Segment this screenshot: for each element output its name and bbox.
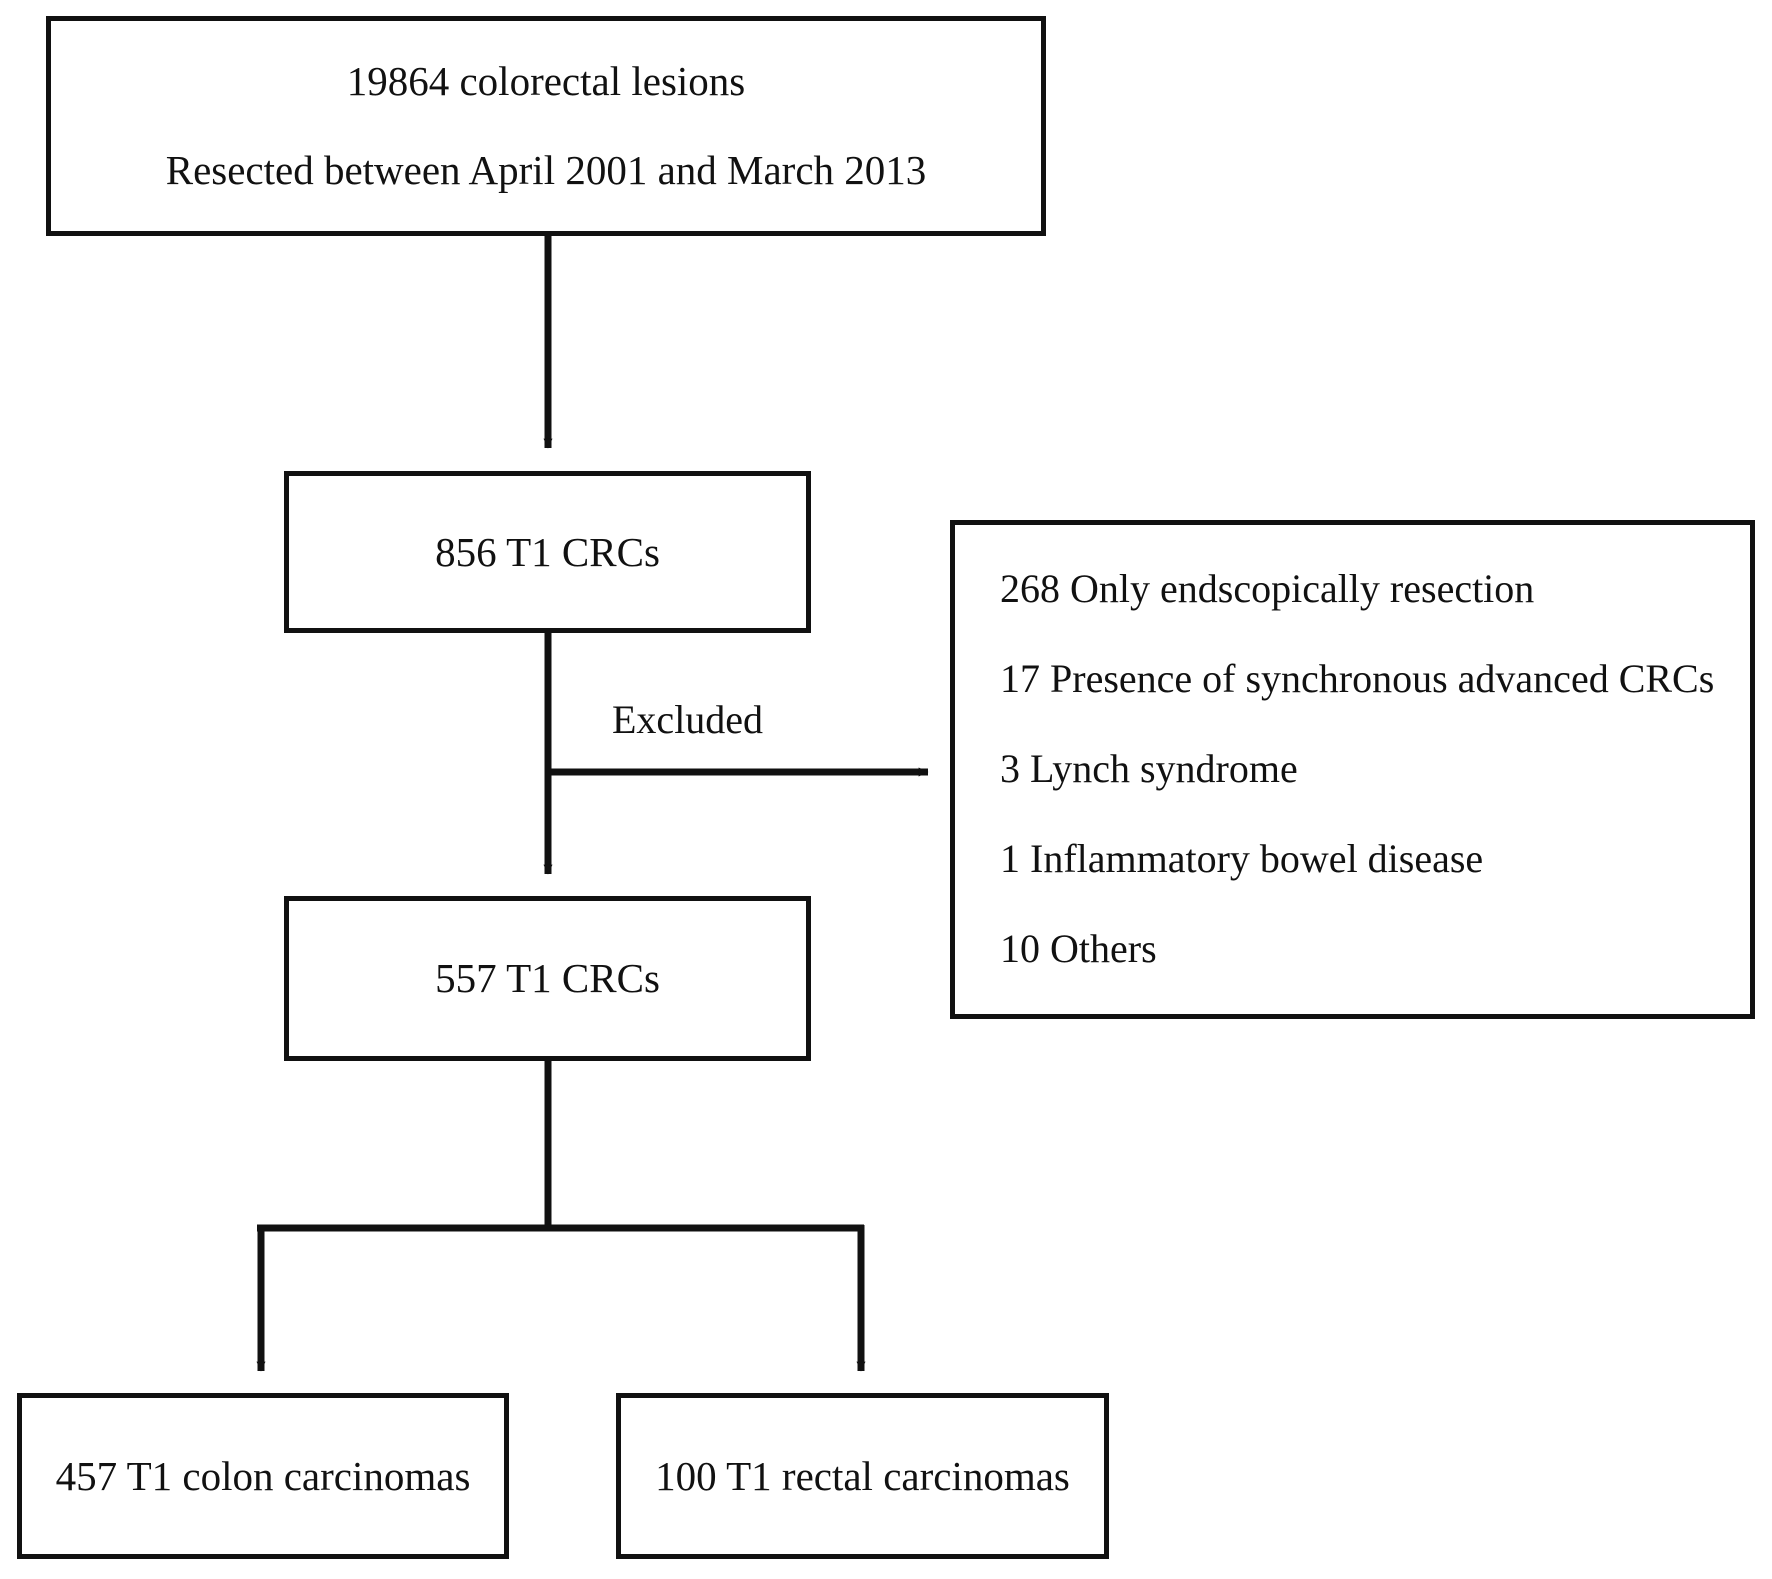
source-line-1: 19864 colorectal lesions <box>346 58 746 104</box>
excluded-item-3: 3 Lynch syndrome <box>1000 746 1298 791</box>
source-line-2: Resected between April 2001 and March 20… <box>165 147 927 193</box>
node-rectal-carcinomas[interactable]: 100 T1 rectal carcinomas <box>616 1393 1109 1559</box>
node-t1-all[interactable]: 856 T1 CRCs <box>284 471 811 633</box>
rectal-label: 100 T1 rectal carcinomas <box>655 1452 1070 1499</box>
excluded-item-1: 268 Only endscopically resection <box>1000 566 1535 611</box>
excluded-item-4: 1 Inflammatory bowel disease <box>1000 836 1484 881</box>
colon-label: 457 T1 colon carcinomas <box>55 1452 471 1499</box>
node-source-cohort[interactable]: 19864 colorectal lesions Resected betwee… <box>46 16 1046 236</box>
t1-included-label: 557 T1 CRCs <box>435 955 660 1001</box>
node-colon-carcinomas[interactable]: 457 T1 colon carcinomas <box>17 1393 509 1559</box>
excluded-item-2: 17 Presence of synchronous advanced CRCs <box>1000 656 1715 701</box>
excluded-item-5: 10 Others <box>1000 926 1157 971</box>
t1-all-label: 856 T1 CRCs <box>435 528 660 575</box>
edge-label-excluded: Excluded <box>612 697 764 742</box>
edge-t1included-split <box>256 1061 866 1372</box>
node-t1-included[interactable]: 557 T1 CRCs <box>284 896 811 1061</box>
node-excluded-list[interactable]: 268 Only endscopically resection 17 Pres… <box>950 520 1755 1019</box>
